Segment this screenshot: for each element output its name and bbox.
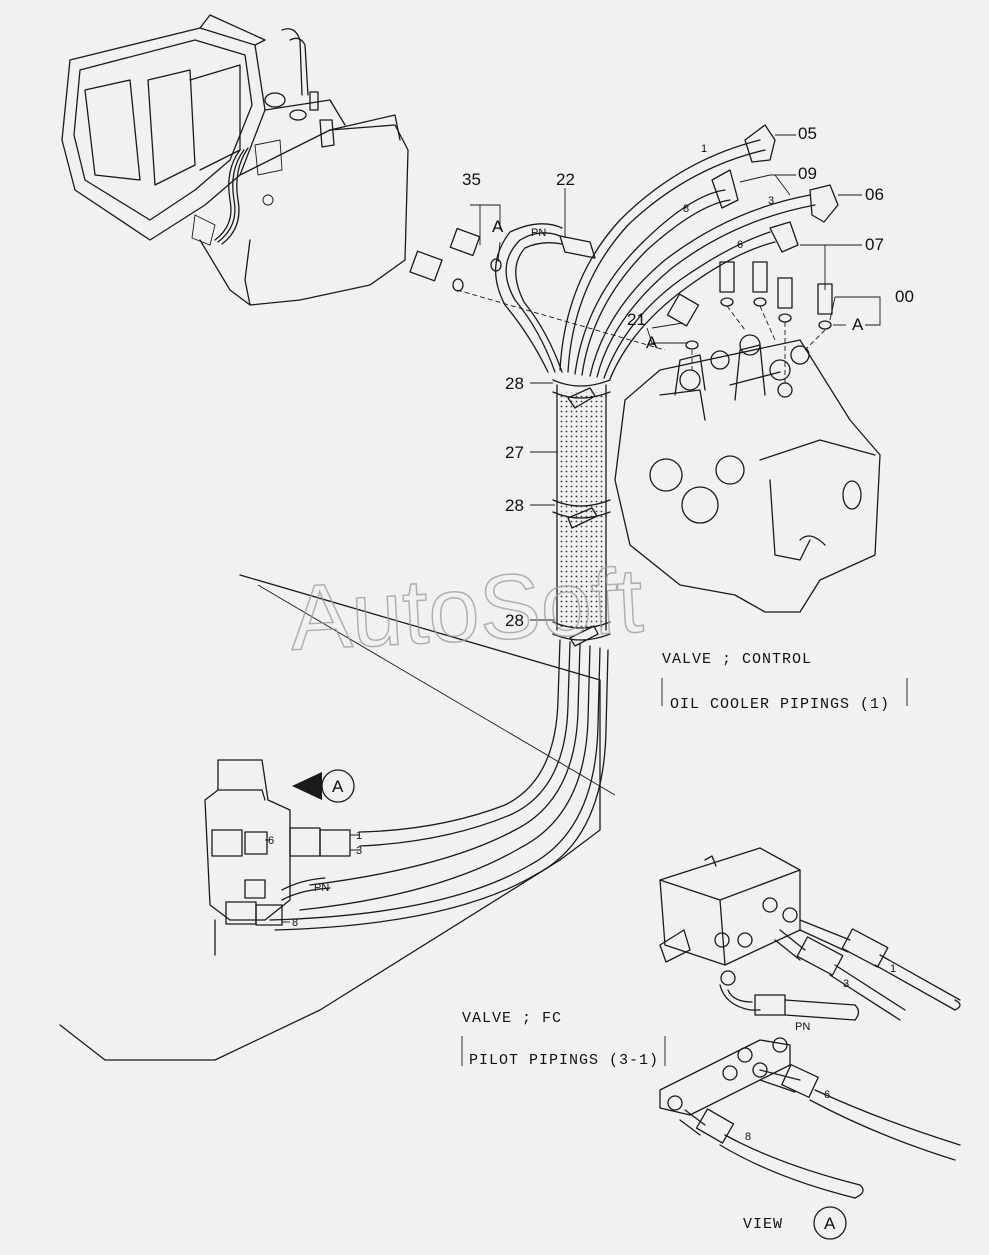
fc-valve-title: VALVE ; FC: [462, 1010, 562, 1027]
control-valve-body: [614, 334, 881, 613]
hose-code-8-view: 8: [745, 1131, 751, 1143]
view-arrow-letter: A: [332, 777, 344, 796]
hose-code-1-left: 1: [356, 830, 362, 842]
part-number-28-bottom: 28: [505, 611, 524, 630]
hose-code-3-left: 3: [356, 845, 362, 857]
control-valve-reference: VALVE ; CONTROL OIL COOLER PIPINGS (1): [661, 651, 908, 713]
part-number-06: 06: [865, 185, 884, 204]
view-a-detail: 1 3 6 8 PN: [659, 847, 961, 1199]
hose-code-3-top: 3: [768, 195, 774, 207]
part-number-28-top: 28: [505, 374, 524, 393]
part-callouts: 05 09 06 07 00 35 22 21 28 27 28 28 A A …: [462, 124, 914, 630]
part-number-00: 00: [895, 287, 914, 306]
ref-letter-A-35: A: [492, 217, 504, 236]
hose-code-8-left: 8: [292, 917, 298, 929]
view-a-circle: [321, 769, 355, 803]
hose-code-pn-top: PN: [531, 227, 546, 239]
part-number-09: 09: [798, 164, 817, 183]
watermark-text: AutoSoft: [288, 550, 646, 670]
part-number-07: 07: [865, 235, 884, 254]
hose-code-1-top: 1: [701, 143, 707, 155]
hose-bundle: [269, 139, 816, 931]
hose-code-6-left: 6: [268, 835, 274, 847]
hose-code-3-view: 3: [843, 978, 849, 990]
hose-code-6-view: 6: [824, 1089, 830, 1101]
view-a-label: VIEW A: [743, 1206, 847, 1240]
part-number-35: 35: [462, 170, 481, 189]
fc-valve-left: 1 3 6 8 PN A: [204, 759, 362, 956]
hose-code-pn-view: PN: [795, 1021, 810, 1033]
part-number-21: 21: [627, 310, 646, 329]
fc-valve-subtitle: PILOT PIPINGS (3-1): [469, 1052, 659, 1069]
protector-sleeve: [559, 392, 604, 627]
control-valve-subtitle: OIL COOLER PIPINGS (1): [670, 696, 890, 713]
part-number-28-middle: 28: [505, 496, 524, 515]
view-label-circle: [813, 1206, 847, 1240]
view-label-letter: A: [824, 1214, 836, 1233]
part-number-05: 05: [798, 124, 817, 143]
hose-code-1-view: 1: [890, 963, 896, 975]
frame-outline: [59, 574, 616, 1061]
fittings-group: [409, 124, 839, 385]
ref-letter-A-00: A: [852, 315, 864, 334]
view-arrow-icon: [292, 772, 322, 800]
hose-code-6-top: 6: [737, 239, 743, 251]
hose-code-8-top: 8: [683, 203, 689, 215]
fc-valve-reference: VALVE ; FC PILOT PIPINGS (3-1): [461, 1010, 666, 1069]
part-number-22: 22: [556, 170, 575, 189]
view-label-word: VIEW: [743, 1216, 783, 1233]
part-number-27: 27: [505, 443, 524, 462]
control-valve-title: VALVE ; CONTROL: [662, 651, 812, 668]
hose-code-pn-left: PN: [314, 882, 329, 894]
excavator-inset: [61, 14, 409, 306]
ref-letter-A-21: A: [646, 333, 658, 352]
